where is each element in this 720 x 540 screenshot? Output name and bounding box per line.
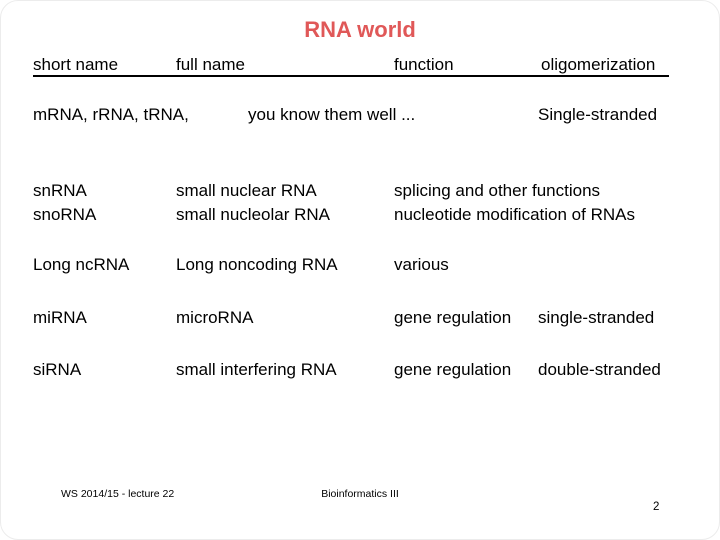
page-number: 2 xyxy=(653,501,660,513)
cell-function: you know them well ... xyxy=(248,105,416,124)
cell-line: nucleotide modification of RNAs xyxy=(394,205,635,224)
cell-function: gene regulation xyxy=(394,308,512,327)
slide-title: RNA world xyxy=(304,17,416,42)
cell-oligomerization: single-stranded xyxy=(538,308,655,327)
footer-course-label: Bioinformatics III xyxy=(321,488,399,500)
cell-full-name: microRNA xyxy=(176,308,254,327)
cell-full-name: Long noncoding RNA xyxy=(176,255,338,274)
column-header-function: function xyxy=(394,55,454,74)
column-header-oligomerization: oligomerization xyxy=(541,55,656,74)
cell-short-name: siRNA xyxy=(33,360,82,379)
cell-short-name: snRNA snoRNA xyxy=(33,179,96,227)
column-header-short-name: short name xyxy=(33,55,119,74)
cell-oligomerization: Single-stranded xyxy=(538,105,658,124)
cell-line: small nuclear RNA xyxy=(176,181,317,200)
cell-oligomerization: double-stranded xyxy=(538,360,661,379)
cell-full-name: small nuclear RNA small nucleolar RNA xyxy=(176,179,330,227)
column-header-full-name: full name xyxy=(176,55,245,74)
cell-full-name: small interfering RNA xyxy=(176,360,337,379)
cell-short-name: miRNA xyxy=(33,308,87,327)
table-header-row: short name full name function oligomeriz… xyxy=(33,55,669,77)
cell-line: snoRNA xyxy=(33,205,97,224)
cell-line: splicing and other functions xyxy=(394,181,601,200)
cell-function: splicing and other functions nucleotide … xyxy=(394,179,635,227)
cell-line: snRNA xyxy=(33,181,87,200)
cell-short-name: mRNA, rRNA, tRNA, xyxy=(33,105,189,124)
cell-line: small nucleolar RNA xyxy=(176,205,330,224)
cell-function: various xyxy=(394,255,449,274)
cell-function: gene regulation xyxy=(394,360,512,379)
cell-short-name: Long ncRNA xyxy=(33,255,130,274)
footer-lecture-label: WS 2014/15 - lecture 22 xyxy=(61,488,175,500)
